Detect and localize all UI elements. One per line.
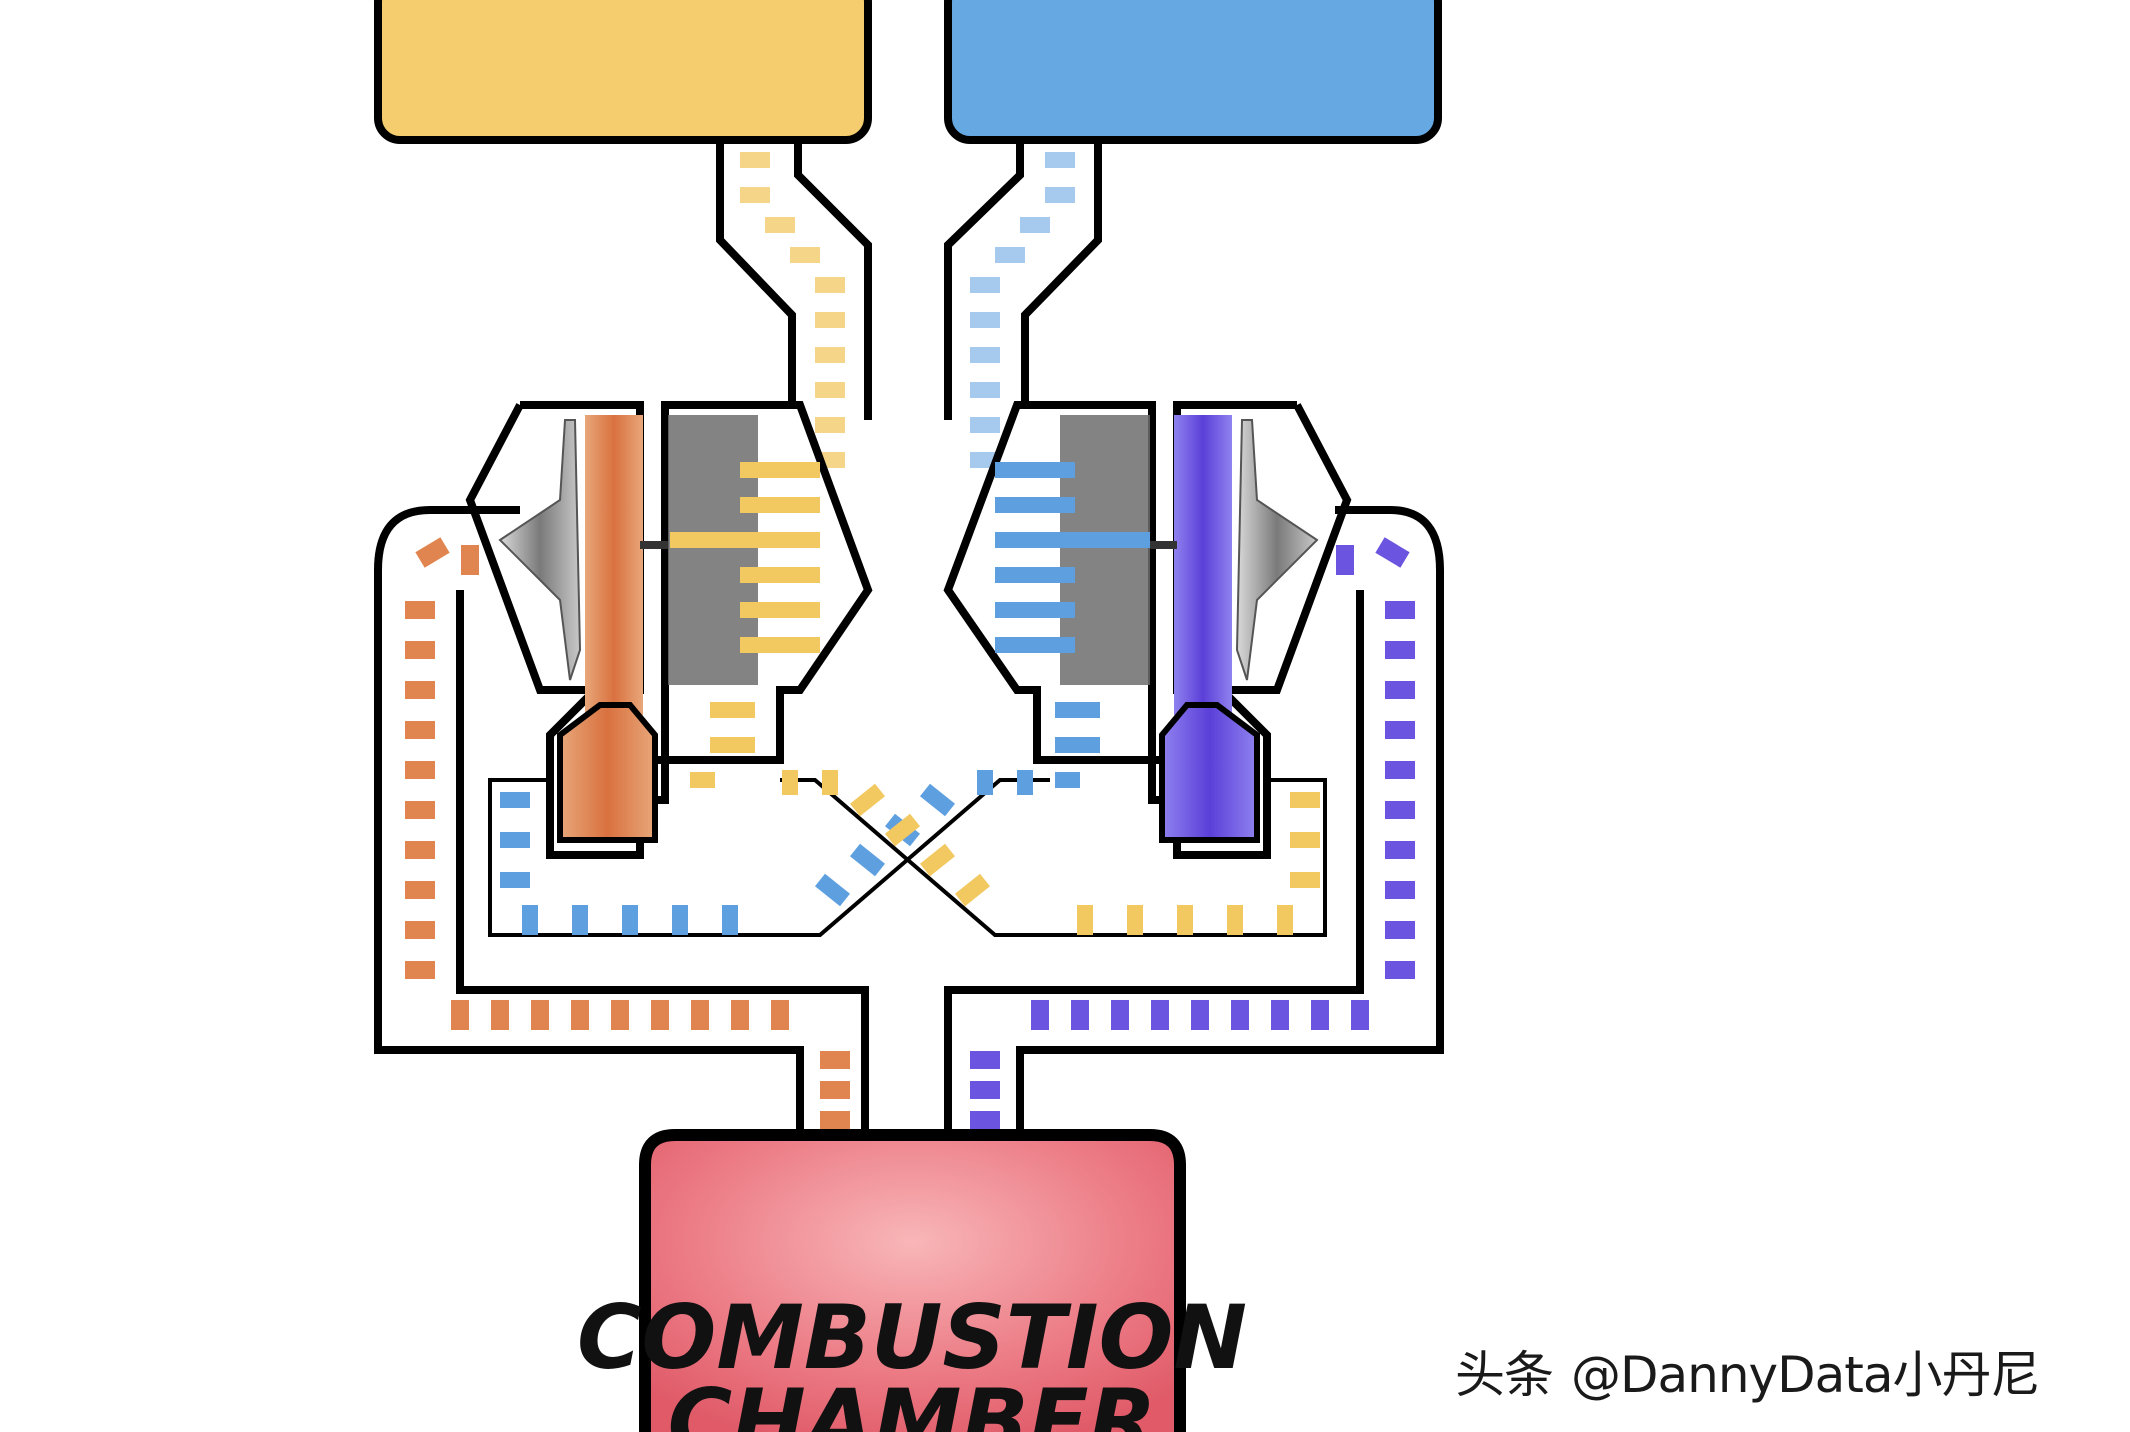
turbine-left-gas bbox=[585, 415, 643, 715]
combustion-chamber bbox=[639, 1129, 1186, 1432]
chamber-label-line2: CHAMBER bbox=[668, 1370, 1157, 1432]
hot-gas-flow-right bbox=[970, 537, 1415, 1129]
oxidizer-feed-pipe bbox=[944, 140, 1102, 420]
turbine-right-gas bbox=[1174, 415, 1232, 715]
oxidizer-tank bbox=[944, 0, 1442, 144]
hot-gas-loop-left bbox=[374, 506, 869, 1135]
turbine-left-rotor bbox=[498, 419, 582, 681]
hot-gas-loop-right bbox=[944, 506, 1444, 1135]
chamber-label-line1: COMBUSTION bbox=[577, 1286, 1247, 1389]
watermark-platform: 头条 bbox=[1455, 1346, 1554, 1404]
watermark-handle: @DannyData小丹尼 bbox=[1571, 1346, 2040, 1404]
fuel-feed-pipe bbox=[716, 140, 872, 420]
turbine-right-rotor bbox=[1235, 419, 1319, 681]
hot-gas-flow-left bbox=[405, 537, 850, 1129]
fuel-pump-flow bbox=[670, 462, 820, 653]
watermark: 头条 @DannyData小丹尼 bbox=[1455, 1335, 2115, 1405]
fuel-tank bbox=[374, 0, 872, 144]
turbine-right-exhaust bbox=[1159, 702, 1260, 843]
turbine-left-exhaust bbox=[557, 702, 658, 843]
crossover-flow-blue bbox=[500, 702, 1100, 935]
oxidizer-pump-flow bbox=[995, 462, 1150, 653]
oxidizer-feed-flow bbox=[970, 152, 1075, 468]
crossover-flow-yellow bbox=[690, 702, 1320, 935]
crossover-ducts bbox=[488, 778, 1327, 937]
